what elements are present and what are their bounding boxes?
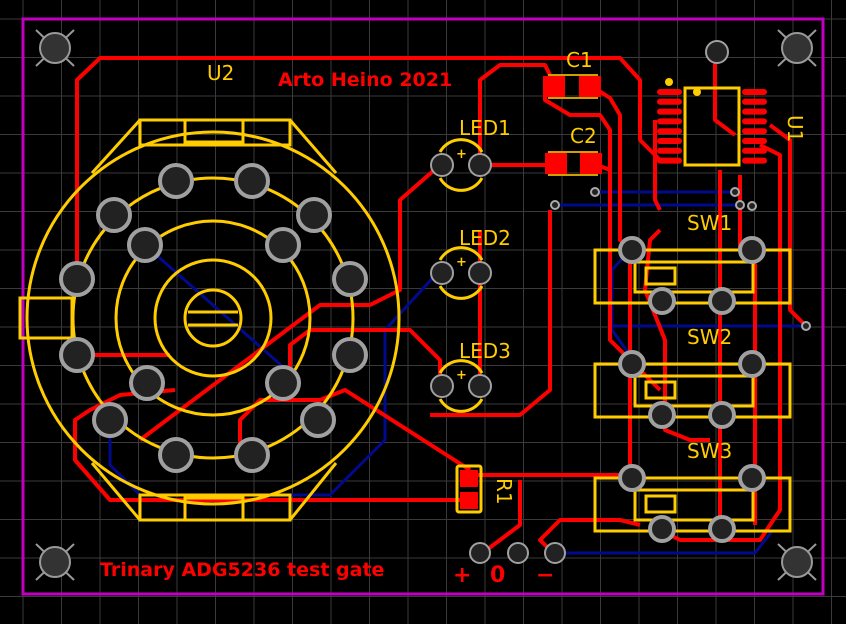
u1-pad [657,108,682,115]
capacitor-c1 [543,74,601,99]
label-sw1: SW1 [687,211,732,235]
u2-pad [158,163,194,199]
u1-pad [657,89,682,95]
connector-pin-minus [544,542,566,564]
switch-pad [738,350,766,378]
led1 [430,138,492,192]
u2-pads [59,163,368,473]
switch-pad [648,287,676,315]
u2-pad [332,337,368,373]
test-point [705,40,729,64]
u1-pad [742,118,767,125]
label-u2: U2 [207,61,234,85]
small-vias [550,187,811,331]
resistor-r1 [455,464,483,514]
mounting-hole [777,543,817,581]
author-label: Arto Heino 2021 [278,69,452,91]
switch-pad [648,515,676,543]
u2-pad [59,261,95,297]
u2-pad [92,402,128,438]
u1-pad [742,157,767,164]
u2-pad [129,365,165,401]
u1-pad [657,157,682,164]
u1-pad [657,98,682,105]
u2-pad [265,365,301,401]
switches [593,236,792,543]
mounting-hole [35,29,75,67]
mounting-hole [35,543,75,581]
switch-pad [738,464,766,492]
capacitor-c2 [545,151,602,176]
u2-pad [234,437,270,473]
u1-pad [742,138,767,144]
led3-polarity: + [456,368,467,383]
connector-pin-plus [469,542,491,564]
label-c2: C2 [570,124,597,148]
u1-pad [742,128,767,135]
u1-pad [742,147,767,154]
u1-pad [657,147,682,154]
u2-pad [158,437,194,473]
switch-pad [708,287,736,315]
board-outline [21,17,825,596]
rotary-switch-u2 [18,118,401,522]
u1-pad [657,118,682,125]
label-led2: LED2 [459,226,511,250]
top-copper-traces [73,50,808,557]
label-sw3: SW3 [687,439,732,463]
u2-pad [96,197,132,233]
label-c1: C1 [566,48,593,72]
label-sw2: SW2 [687,325,732,349]
connector-zero-label: 0 [490,563,505,588]
label-led1: LED1 [459,116,511,140]
u1-pad [742,108,767,115]
u1-pad [657,128,682,135]
mounting-hole [777,29,817,67]
description-label: Trinary ADG5236 test gate [100,559,384,581]
connector-pin-zero [507,542,529,564]
u1-pad [742,89,767,95]
label-u1: U1 [783,115,807,142]
switch-pad [738,236,766,264]
switch-pad [648,401,676,429]
u2-pad [234,163,270,199]
u1-pad [742,98,767,105]
led2 [430,246,492,300]
u1-pad [657,138,682,144]
switch-sw1 [593,236,792,315]
ic-u1 [657,78,767,167]
u2-pad [127,227,163,263]
label-led3: LED3 [459,339,511,363]
power-connector [469,542,566,564]
led1-polarity: + [456,147,467,162]
u2-pad [296,197,332,233]
u2-pad [332,261,368,297]
u2-pad [59,337,95,373]
switch-sw2 [593,350,792,429]
label-r1: R1 [492,478,516,505]
connector-plus-label: + [453,563,471,588]
u2-pad [265,227,301,263]
led2-polarity: + [456,255,467,270]
switch-sw3 [593,464,792,543]
switch-pad [708,515,736,543]
led3 [430,359,492,413]
switch-pad [618,464,646,492]
switch-pad [618,350,646,378]
switch-pad [618,236,646,264]
connector-minus-label: − [536,563,554,588]
u2-pad [300,402,336,438]
switch-pad [708,401,736,429]
